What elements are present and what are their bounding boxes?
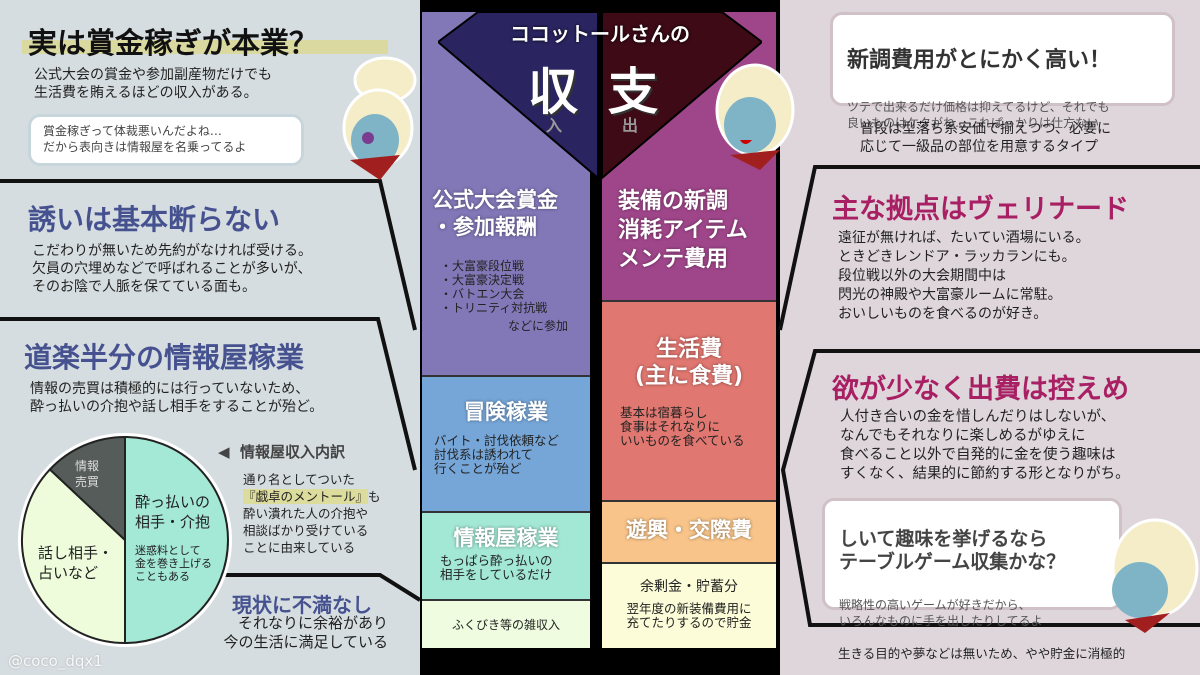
income-title: 情報屋稼業 bbox=[453, 526, 559, 550]
pie-slice-1 bbox=[21, 468, 126, 645]
heading-content: 現状に不満なし bbox=[232, 593, 372, 617]
pie-slice-2 bbox=[48, 435, 126, 543]
income-pie-chart bbox=[18, 433, 232, 647]
info-broker-body: 情報の売買は積極的には行っていないため、 酔っ払いの介抱や話し相手をすることが殆… bbox=[30, 381, 324, 415]
invitations-body: こだわりが無いため先約がなければ受ける。 欠員の穴埋めなどで呼ばれることが多いが… bbox=[32, 243, 312, 295]
bubble-body: 戦略性の高いゲームが好きだから、 いろんなものに手を出したりしてるよ bbox=[839, 598, 1043, 628]
breakdown-text: 情報屋収入内訳 bbox=[239, 443, 345, 461]
income-block-info-broker: 情報屋稼業 もっぱら酔っ払いの 相手をしているだけ bbox=[422, 511, 590, 599]
heading-highlight bbox=[22, 40, 388, 54]
heading-info-broker: 道楽半分の情報屋稼業 bbox=[24, 341, 305, 374]
expense-detail: 翌年度の新装備費用に 充てたりするので貯金 bbox=[626, 601, 752, 630]
title-diamond bbox=[438, 12, 762, 180]
frugal-body: 人付き合いの金を惜しんだりはしないが、 なんでもそれなりに楽しめるがゆえに 食べ… bbox=[840, 409, 1130, 482]
note-pre: 通り名としてついた bbox=[243, 472, 355, 487]
income-block-adventure: 冒険稼業 バイト・討伐依頼など 討伐系は誘われて 行くことが殆ど bbox=[422, 375, 590, 511]
title-expense-sub: 出 bbox=[622, 116, 639, 135]
heading-frugal: 欲が少なく出費は控えめ bbox=[832, 374, 1129, 405]
expense-block-entertainment: 遊興・交際費 bbox=[602, 500, 776, 562]
note-post: も 酔い潰れた人の介抱や 相談ばかり受けている ことに由来している bbox=[243, 489, 381, 555]
bubble-heading: しいて趣味を挙げるなら テーブルゲーム収集かな？ bbox=[839, 528, 1066, 573]
expense-block-savings: 余剰金・貯蓄分 翌年度の新装備費用に 充てたりするので貯金 bbox=[602, 562, 776, 648]
expense-title: 生活費 (主に食費) bbox=[634, 337, 744, 389]
pie-slice-0 bbox=[124, 435, 229, 645]
income-detail: もっぱら酔っ払いの 相手をしているだけ bbox=[440, 553, 553, 582]
pie-label-info-trade: 情報 売買 bbox=[75, 459, 100, 489]
title-prefix: ココットールさんの bbox=[510, 22, 690, 46]
triangle-left-icon: ◀ bbox=[218, 443, 240, 461]
nickname-note: 通り名としてついた『戯卓のメントール』も 酔い潰れた人の介抱や 相談ばかり受けて… bbox=[243, 471, 381, 556]
hobby-speech-bubble: しいて趣味を挙げるなら テーブルゲーム収集かな？ 戦略性の高いゲームが好きだから… bbox=[822, 498, 1122, 628]
expense-title: 余剰金・貯蓄分 bbox=[640, 579, 738, 595]
title-expense: 支 bbox=[608, 63, 658, 121]
expense-block-living: 生活費 (主に食費) 基本は宿暮らし 食事はそれなりに いいものを食べている bbox=[602, 300, 776, 500]
equipment-body: 普段は型落ち系安価で揃えつつ、必要に 応じて一級品の部位を用意するタイプ bbox=[860, 121, 1112, 155]
nickname: 『戯卓のメントール』 bbox=[243, 489, 369, 504]
pie-note-drunk-care: 迷惑料として 金を巻き上げる こともある bbox=[135, 544, 212, 583]
footer-note: 生きる目的や夢などは無いため、やや貯金に消極的 bbox=[838, 646, 1126, 661]
heading-bounty: 実は賞金稼ぎが本業？ bbox=[28, 26, 319, 60]
pie-label-drunk-care: 酔っ払いの 相手・介抱 bbox=[135, 493, 211, 531]
character-portrait-worried bbox=[342, 56, 417, 180]
income-block-misc: ふくびき等の雑収入 bbox=[422, 599, 590, 648]
character-portrait-sweating bbox=[715, 63, 795, 170]
content-body: それなりに余裕があり 今の生活に満足している bbox=[223, 614, 388, 651]
title-income-sub: 入 bbox=[546, 116, 563, 135]
bounty-speech-bubble: 賞金稼ぎって体裁悪いんだよね… だから表向きは情報屋を名乗ってるよ bbox=[28, 114, 304, 166]
expense-title: 装備の新調 消耗アイテム メンテ費用 bbox=[618, 189, 748, 272]
income-suffix: などに参加 bbox=[507, 319, 568, 333]
heading-invitations: 誘いは基本断らない bbox=[28, 203, 281, 236]
expense-title: 遊興・交際費 bbox=[626, 518, 752, 542]
bubble-heading: 新調費用がとにかく高い！ bbox=[847, 48, 1112, 73]
cost-speech-bubble: 新調費用がとにかく高い！ ツテで出来るだけ価格は抑えてるけど、それでも 良いもの… bbox=[830, 12, 1175, 130]
heading-base-town: 主な拠点はヴェリナード bbox=[832, 194, 1129, 225]
income-detail: ・大富豪段位戦 ・大富豪決定戦 ・バトエン大会 ・トリニティ対抗戦 bbox=[440, 259, 548, 315]
title-income: 収 bbox=[528, 63, 578, 121]
income-title: 冒険稼業 bbox=[464, 400, 548, 424]
credit-watermark: @coco_dqx1 bbox=[8, 652, 103, 670]
pie-label-conversation: 話し相手・ 占いなど bbox=[38, 544, 114, 582]
base-town-body: 遠征が無ければ、たいてい酒場にいる。 ときどきレンドア・ラッカランにも。 段位戦… bbox=[838, 230, 1090, 322]
bounty-body: 公式大会の賞金や参加副産物だけでも 生活費を賄えるほどの収入がある。 bbox=[34, 67, 272, 101]
expense-detail: 基本は宿暮らし 食事はそれなりに いいものを食べている bbox=[620, 405, 745, 448]
income-detail: ふくびき等の雑収入 bbox=[451, 618, 560, 632]
character-portrait-smiling bbox=[1111, 518, 1199, 633]
income-detail: バイト・討伐依頼など 討伐系は誘われて 行くことが殆ど bbox=[434, 433, 560, 476]
income-title: 公式大会賞金 ・参加報酬 bbox=[432, 188, 558, 239]
breakdown-label: ◀ 情報屋収入内訳 bbox=[218, 441, 345, 462]
bubble-body: ツテで出来るだけ価格は抑えてるけど、それでも 良いものはケタがね…これぱっかりは… bbox=[847, 100, 1110, 130]
